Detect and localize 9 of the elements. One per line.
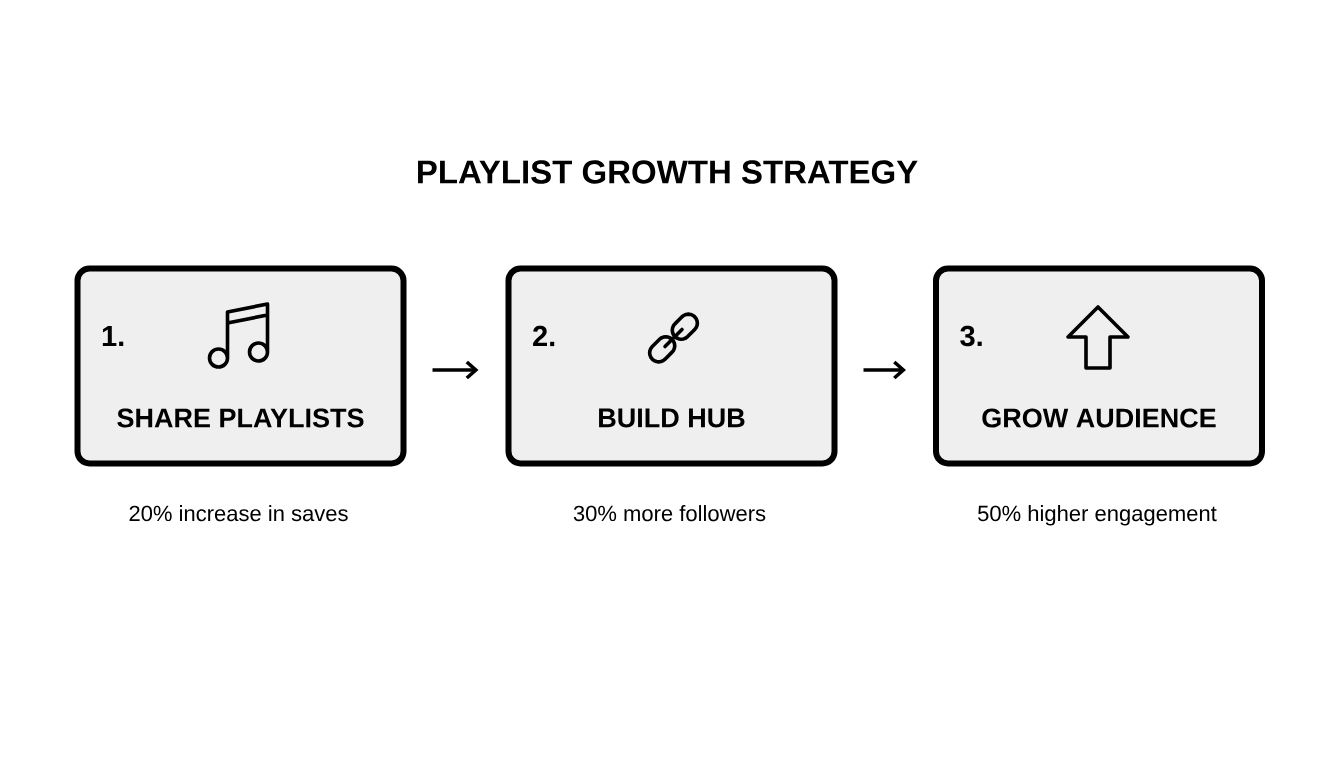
step-label: GROW AUDIENCE: [982, 408, 1216, 428]
arrow: [863, 360, 906, 380]
title: PLAYLIST GROWTH STRATEGY: [418, 160, 918, 184]
arrow: [432, 360, 479, 380]
step-label: SHARE PLAYLISTS: [117, 408, 364, 428]
stat-caption: 50% higher engagement: [978, 505, 1217, 526]
stat-caption: 30% more followers: [573, 505, 766, 522]
step-label: BUILD HUB: [599, 408, 745, 428]
stat-caption: 20% increase in saves: [129, 505, 348, 522]
